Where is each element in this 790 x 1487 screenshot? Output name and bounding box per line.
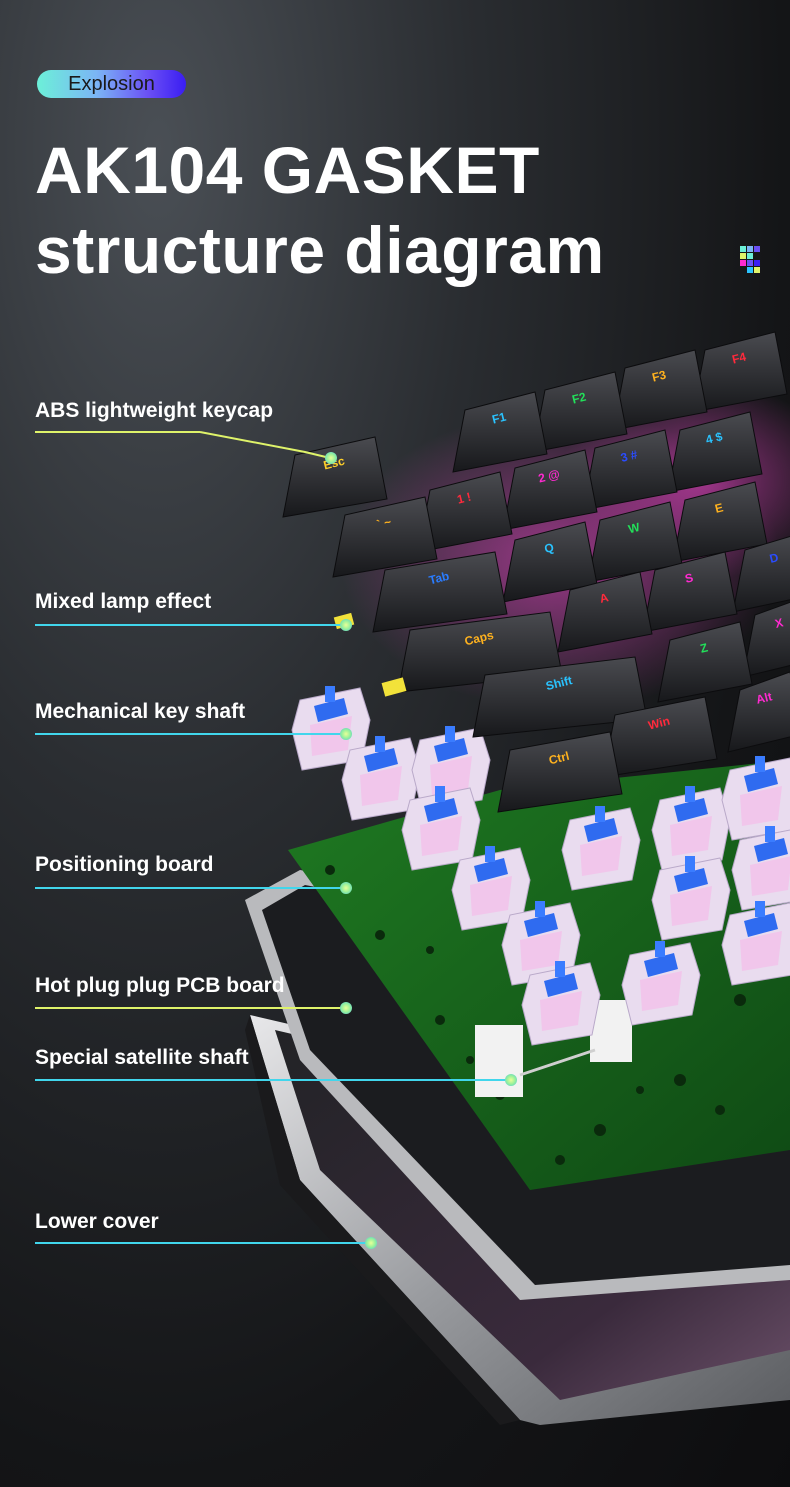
- callout-label-positioning: Positioning board: [35, 853, 214, 876]
- keycap-legend-0: F4: [731, 350, 748, 367]
- callout-label-stabilizer: Special satellite shaft: [35, 1046, 249, 1069]
- keycap-legend-16: A: [598, 590, 610, 606]
- keycap-legend-3: F1: [491, 410, 508, 427]
- keycap-legend-8: 1 !: [456, 490, 473, 507]
- keycap-legend-20: Shift: [544, 673, 573, 693]
- keycap-legend-21: Alt: [755, 689, 774, 706]
- key-switch-3: [401, 786, 481, 871]
- page-title: AK104 GASKET structure diagram: [35, 130, 675, 290]
- callout-dot-lower-cover: [365, 1237, 377, 1249]
- key-switch-12: [621, 941, 701, 1026]
- keycap-legend-5: 4 $: [704, 429, 724, 447]
- keycap-15: S: [642, 551, 738, 633]
- keycap-legend-11: W: [627, 520, 642, 536]
- explosion-badge: Explosion: [37, 70, 186, 98]
- keycap-18: X: [742, 601, 790, 678]
- keycap-1: F3: [612, 349, 708, 431]
- keycap-5: 4 $: [667, 411, 763, 493]
- keycap-7: 2 @: [502, 449, 598, 531]
- callout-dot-positioning: [340, 882, 352, 894]
- key-switch-11: [731, 826, 790, 911]
- keycap-4: Esc: [282, 436, 388, 518]
- callout-label-switch: Mechanical key shaft: [35, 700, 246, 723]
- keycap-legend-18: X: [773, 615, 784, 631]
- keycap-14: D: [732, 535, 790, 613]
- keycap-19: Z: [657, 621, 753, 703]
- key-switches-group: [291, 686, 790, 1046]
- keycap-2: F2: [532, 371, 628, 453]
- keycap-legend-10: E: [713, 500, 724, 516]
- keycap-legend-17: Caps: [463, 628, 495, 649]
- keycap-legend-15: S: [683, 570, 694, 586]
- keycap-legend-22: Win: [647, 714, 672, 733]
- keycap-legend-1: F3: [651, 368, 668, 385]
- keycap-21: Alt: [727, 671, 790, 753]
- callout-label-pcb: Hot plug plug PCB board: [35, 974, 285, 997]
- key-switch-1: [341, 736, 421, 821]
- keycap-legend-9: ` ~: [375, 515, 392, 532]
- keycap-6: 3 #: [582, 429, 678, 511]
- key-switch-10: [651, 856, 731, 941]
- keycap-legend-7: 2 @: [537, 467, 561, 486]
- title-line-2: structure diagram: [35, 213, 605, 287]
- keycap-legend-12: Q: [543, 540, 555, 556]
- keycap-12: Q: [502, 521, 598, 603]
- keycap-20: Shift: [472, 656, 648, 738]
- key-switch-13: [721, 901, 790, 986]
- keycap-legend-23: Ctrl: [547, 749, 570, 768]
- brand-logo-icon: [740, 246, 760, 273]
- callout-dot-switch: [340, 728, 352, 740]
- key-switch-4: [451, 846, 531, 931]
- callout-label-keycap: ABS lightweight keycap: [35, 399, 274, 422]
- callout-dot-pcb: [340, 1002, 352, 1014]
- keycap-legend-14: D: [768, 550, 780, 566]
- keycap-13: Tab: [372, 551, 508, 633]
- badge-label: Explosion: [68, 72, 155, 95]
- keycaps-group: F4F3F2F1Esc 4 $ 3 # 2 @ 1 ! ` ~ E W Q Tab D S A Caps X…: [282, 331, 790, 813]
- callout-dot-lamp: [340, 619, 352, 631]
- callout-dot-stabilizer: [505, 1074, 517, 1086]
- keycap-3: F1: [452, 391, 548, 473]
- keycap-9: ` ~: [332, 496, 438, 578]
- title-line-1: AK104 GASKET: [35, 133, 540, 207]
- key-switch-7: [561, 806, 641, 891]
- keycap-23: Ctrl: [497, 731, 623, 813]
- keycap-16: A: [557, 571, 653, 653]
- keycap-legend-2: F2: [571, 390, 588, 407]
- key-switch-6: [521, 961, 601, 1046]
- keycap-legend-13: Tab: [427, 569, 450, 588]
- callout-label-lower-cover: Lower cover: [35, 1210, 159, 1233]
- stabilizer-shape: [475, 1000, 632, 1097]
- keycap-10: E: [672, 481, 768, 563]
- keycap-0: F4: [692, 331, 788, 413]
- key-switch-8: [651, 786, 731, 871]
- keycap-legend-19: Z: [699, 640, 710, 655]
- keycap-legend-6: 3 #: [619, 447, 639, 465]
- callout-underline-keycap: [35, 431, 200, 433]
- callout-dot-keycap: [325, 452, 337, 464]
- keycap-11: W: [587, 501, 683, 583]
- callout-label-lamp: Mixed lamp effect: [35, 590, 212, 613]
- key-switch-9: [721, 756, 790, 841]
